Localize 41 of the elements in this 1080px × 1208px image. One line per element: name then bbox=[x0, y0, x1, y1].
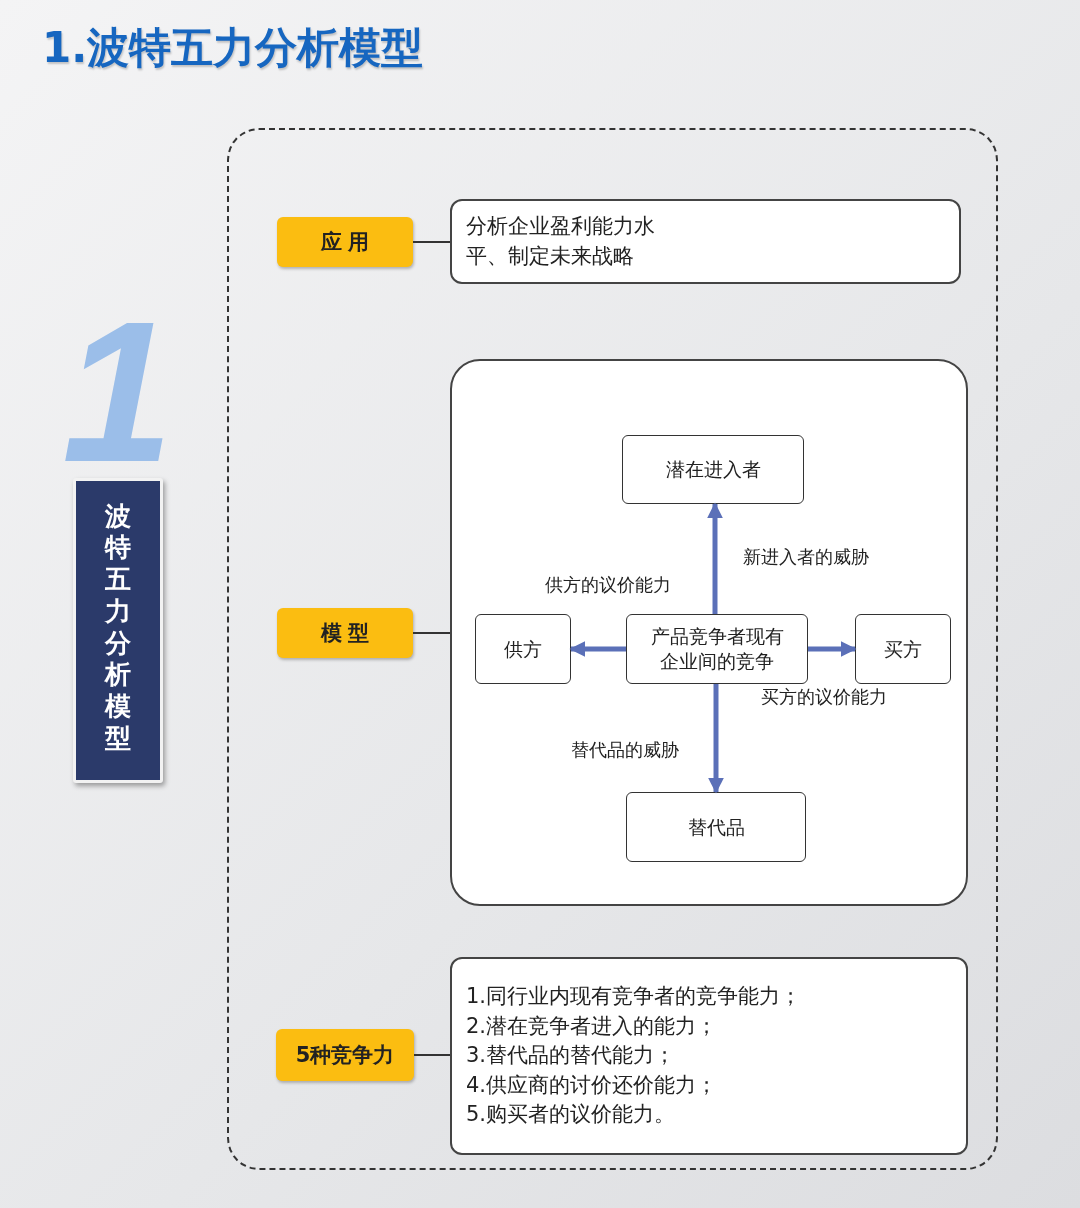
force-box bbox=[626, 614, 808, 684]
text-card bbox=[450, 957, 968, 1155]
force-text: 替代品 bbox=[687, 814, 745, 840]
force-box bbox=[855, 614, 951, 684]
card-text: 2.潜在竞争者进入的能力； bbox=[466, 1012, 719, 1040]
edge-label: 新进入者的威胁 bbox=[742, 545, 870, 569]
category-tag bbox=[276, 1029, 414, 1081]
category-tag bbox=[277, 608, 413, 658]
connector-line bbox=[413, 1054, 451, 1056]
edge-label: 替代品的威胁 bbox=[570, 738, 680, 762]
force-box bbox=[475, 614, 571, 684]
edge-label: 供方的议价能力 bbox=[544, 573, 672, 597]
card-text: 3.替代品的替代能力； bbox=[466, 1042, 677, 1070]
card-text: 5.购买者的议价能力。 bbox=[466, 1101, 677, 1129]
card-text: 1.同行业内现有竞争者的竞争能力； bbox=[466, 983, 803, 1011]
title-side-panel bbox=[73, 478, 163, 783]
force-box bbox=[622, 435, 804, 504]
tag-text: 模型 bbox=[321, 620, 375, 647]
arrow bbox=[569, 641, 626, 657]
big-numeral: 1 bbox=[62, 292, 174, 492]
arrow bbox=[708, 684, 724, 794]
force-box bbox=[626, 792, 806, 862]
dashed-frame bbox=[227, 128, 998, 1170]
force-text: 产品竞争者现有企业间的竞争 bbox=[649, 624, 785, 674]
force-text: 供方 bbox=[504, 636, 542, 662]
text-card bbox=[450, 199, 961, 284]
edge-label: 买方的议价能力 bbox=[760, 685, 888, 709]
tag-text: 应用 bbox=[321, 229, 375, 256]
card-text: 4.供应商的讨价还价能力； bbox=[466, 1071, 719, 1099]
connector-line bbox=[412, 241, 451, 243]
model-panel bbox=[450, 359, 968, 906]
vertical-title: 波特五力分析模型 bbox=[105, 500, 131, 755]
arrow bbox=[707, 502, 723, 614]
card-text: 分析企业盈利能力水平、制定未来战略 bbox=[466, 213, 656, 270]
tag-text: 5种竞争力 bbox=[295, 1042, 395, 1069]
category-tag bbox=[277, 217, 413, 267]
title: 1.波特五力分析模型 bbox=[42, 22, 424, 74]
connector-line bbox=[412, 632, 451, 634]
force-text: 潜在进入者 bbox=[665, 457, 761, 482]
force-text: 买方 bbox=[884, 636, 922, 662]
arrow bbox=[808, 641, 857, 657]
